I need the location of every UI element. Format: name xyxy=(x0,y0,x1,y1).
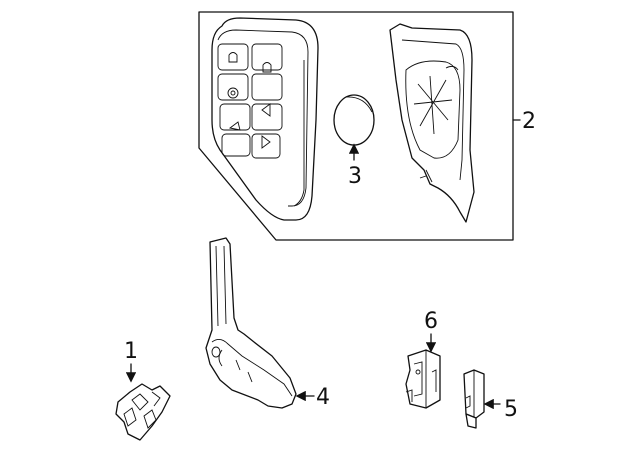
callout-3: 3 xyxy=(348,164,362,189)
callout-6: 6 xyxy=(424,309,438,334)
bracket-clip-icon xyxy=(115,383,171,441)
emergency-key-blade-icon xyxy=(205,237,297,409)
key-fob-front-icon xyxy=(211,17,319,221)
callout-2: 2 xyxy=(522,109,536,134)
callout-5: 5 xyxy=(504,397,518,422)
callout-4: 4 xyxy=(316,385,330,410)
mounting-bracket-icon xyxy=(405,349,441,409)
callout-1: 1 xyxy=(124,339,138,364)
assembly-group-outline xyxy=(198,11,514,241)
small-connector-icon xyxy=(463,369,485,429)
coin-battery-icon xyxy=(333,94,375,146)
key-fob-back-housing-icon xyxy=(389,23,475,223)
